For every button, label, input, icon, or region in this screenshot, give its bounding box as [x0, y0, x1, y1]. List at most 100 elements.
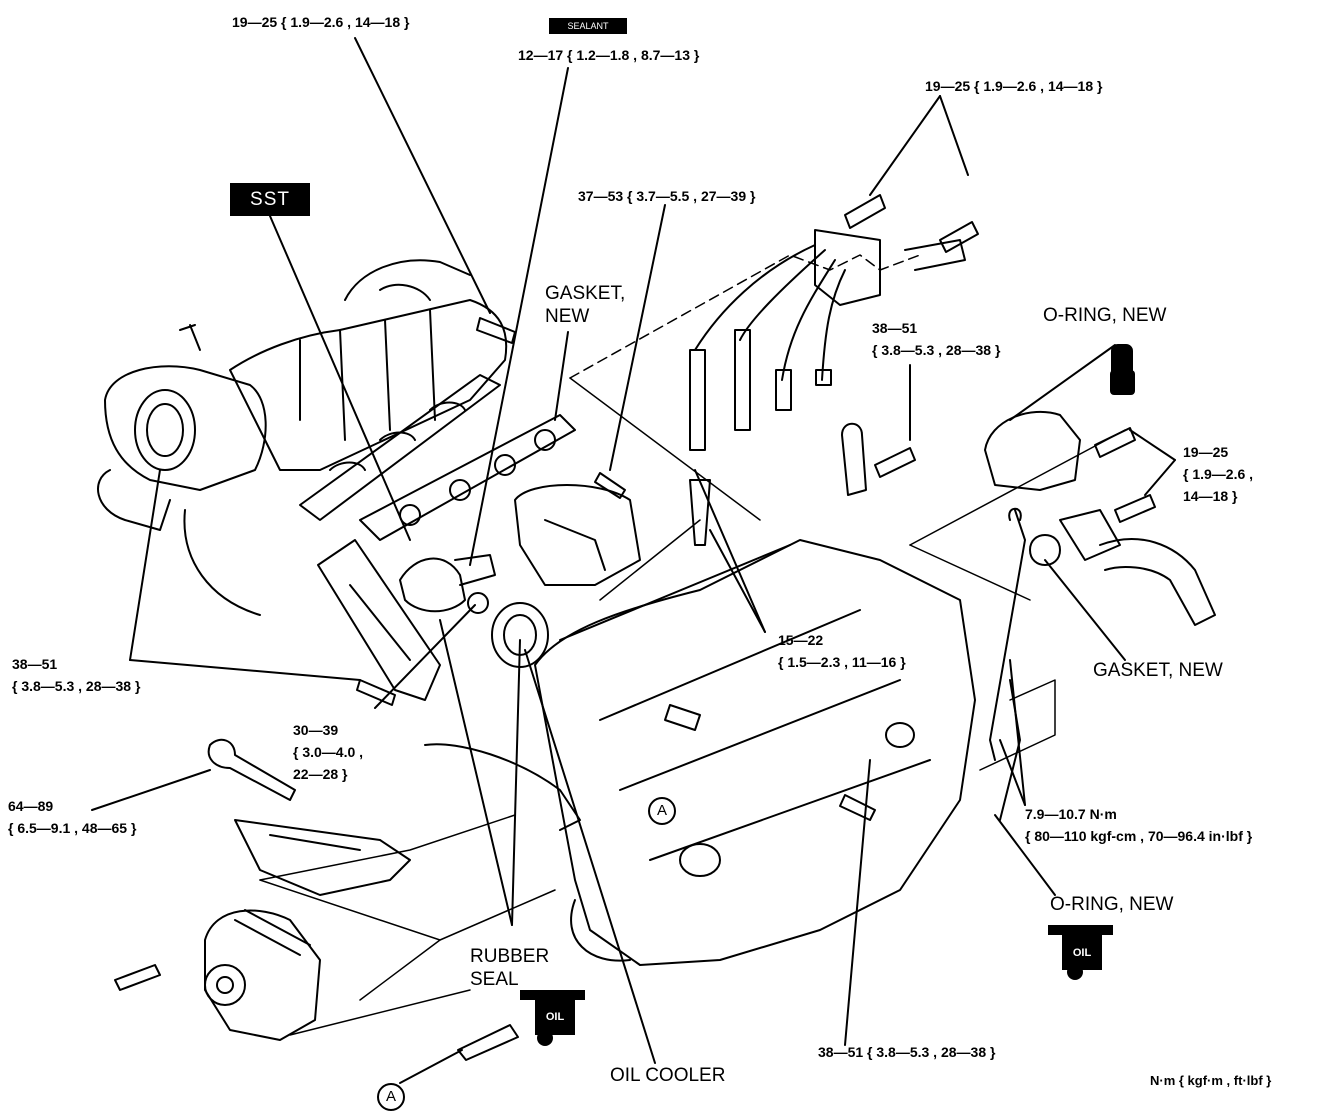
spark-plug	[689, 479, 711, 546]
distributor-bracket	[904, 239, 966, 271]
oil-can-body	[1062, 930, 1102, 970]
bolt	[874, 447, 916, 478]
phantom-line	[439, 889, 556, 941]
exhaust-port	[494, 454, 516, 476]
engine-mount-detail	[544, 519, 606, 571]
torque-right-upper-units: { 3.8—5.3 , 28—38 }	[872, 342, 1001, 358]
oring-label-top: O-RING, NEW	[1043, 305, 1167, 326]
spark-plug-wires	[694, 244, 846, 381]
torque-dipstick-value: 7.9—10.7 N·m	[1025, 806, 1117, 822]
engine-mount	[514, 484, 641, 586]
bolt	[1114, 494, 1156, 523]
intake-bracket	[317, 539, 441, 701]
leader-line	[844, 759, 871, 1046]
leader-line	[354, 37, 491, 314]
distributor	[814, 229, 881, 306]
rubber-seal-label-2: SEAL	[470, 969, 519, 990]
leader-line	[439, 619, 513, 926]
coolant-pipe	[424, 743, 581, 831]
torque-left-value: 38—51	[12, 656, 58, 672]
radiator-hose	[1099, 538, 1216, 626]
torque-top-right: 19—25 { 1.9—2.6 , 14—18 }	[925, 78, 1103, 94]
oil-cooler-body	[491, 602, 549, 668]
phantom-line	[569, 254, 921, 379]
torque-bottom: 38—51 { 3.8—5.3 , 28—38 }	[818, 1044, 996, 1060]
exhaust-port	[399, 504, 421, 526]
oil-badge-text: OIL	[1073, 947, 1092, 959]
torque-top-left: 19—25 { 1.9—2.6 , 14—18 }	[232, 14, 410, 30]
alternator	[204, 909, 321, 1041]
torque-spark-plug-value: 15—22	[778, 632, 824, 648]
units-legend: N·m { kgf·m , ft·lbf }	[1150, 1073, 1272, 1088]
oil-can-base	[1067, 964, 1083, 980]
intake-gasket-ports	[329, 401, 466, 471]
dipstick-ring	[1008, 507, 1022, 521]
bolt	[939, 221, 979, 253]
exhaust-gasket	[359, 414, 576, 541]
torque-lower-left-value: 64—89	[8, 798, 54, 814]
oil-can-body	[1110, 370, 1135, 395]
phantom-line	[259, 879, 441, 1001]
torque-center-units-1: { 3.0—4.0 ,	[293, 744, 364, 760]
leader-line	[1144, 459, 1176, 496]
torque-center-value: 30—39	[293, 722, 339, 738]
torque-right-mid-units-1: { 1.9—2.6 ,	[1183, 466, 1254, 482]
engine-boss	[679, 843, 721, 877]
thermostat-housing	[1059, 509, 1121, 561]
plug-boot	[775, 369, 792, 411]
intake-bracket-slot	[349, 584, 411, 661]
gasket-label-right: GASKET, NEW	[1093, 660, 1223, 681]
leader-line	[694, 469, 766, 633]
intake-runners	[299, 309, 436, 441]
intake-harness	[379, 283, 431, 301]
leader-line	[1129, 429, 1176, 461]
torque-right-mid-value: 19—25	[1183, 444, 1229, 460]
iac-valve	[984, 410, 1081, 491]
engine-boss	[885, 722, 915, 748]
torque-center-top: 37—53 { 3.7—5.5 , 27—39 }	[578, 188, 756, 204]
intake-manifold	[229, 299, 508, 471]
throttle-body	[104, 365, 267, 491]
bolt	[356, 679, 396, 706]
torque-lower-left-units: { 6.5—9.1 , 48—65 }	[8, 820, 137, 836]
leader-line	[709, 529, 766, 633]
dipstick	[989, 509, 1026, 761]
long-bolt	[207, 738, 296, 801]
leader-line	[554, 331, 569, 421]
lifting-eye	[841, 422, 867, 496]
leader-line	[939, 95, 969, 176]
water-outlet	[570, 899, 631, 962]
leader-line	[609, 204, 666, 471]
throttle-bolt	[179, 324, 201, 351]
alternator-pulley-hub	[216, 976, 234, 994]
engine-block-ribs	[559, 544, 931, 861]
phantom-line	[569, 377, 761, 521]
oil-cooler-core	[503, 614, 537, 656]
plug-boot	[689, 349, 706, 451]
throttle-hose	[97, 469, 171, 531]
sealant-badge: SEALANT	[549, 18, 627, 34]
leader-line	[469, 67, 569, 566]
phantom-line	[259, 814, 516, 881]
leader-line	[399, 1049, 463, 1084]
leader-line	[869, 95, 941, 196]
oil-can-body	[535, 995, 575, 1035]
long-bolt	[457, 1024, 519, 1061]
leader-line	[511, 639, 521, 926]
exhaust-port	[449, 479, 471, 501]
plug-boot	[815, 369, 832, 386]
knock-sensor	[664, 704, 701, 731]
exhaust-port	[534, 429, 556, 451]
alternator-fins	[234, 909, 311, 956]
alternator-bracket-rib	[269, 834, 361, 851]
phantom-line	[909, 544, 1031, 601]
leader-line	[269, 215, 411, 541]
leader-line	[1009, 659, 1026, 806]
alternator-pulley	[204, 964, 246, 1006]
torque-right-upper-value: 38—51	[872, 320, 918, 336]
oil-cooler-label: OIL COOLER	[610, 1065, 726, 1086]
torque-dipstick-units: { 80—110 kgf-cm , 70—96.4 in·lbf }	[1025, 828, 1253, 844]
intake-harness	[344, 259, 471, 301]
